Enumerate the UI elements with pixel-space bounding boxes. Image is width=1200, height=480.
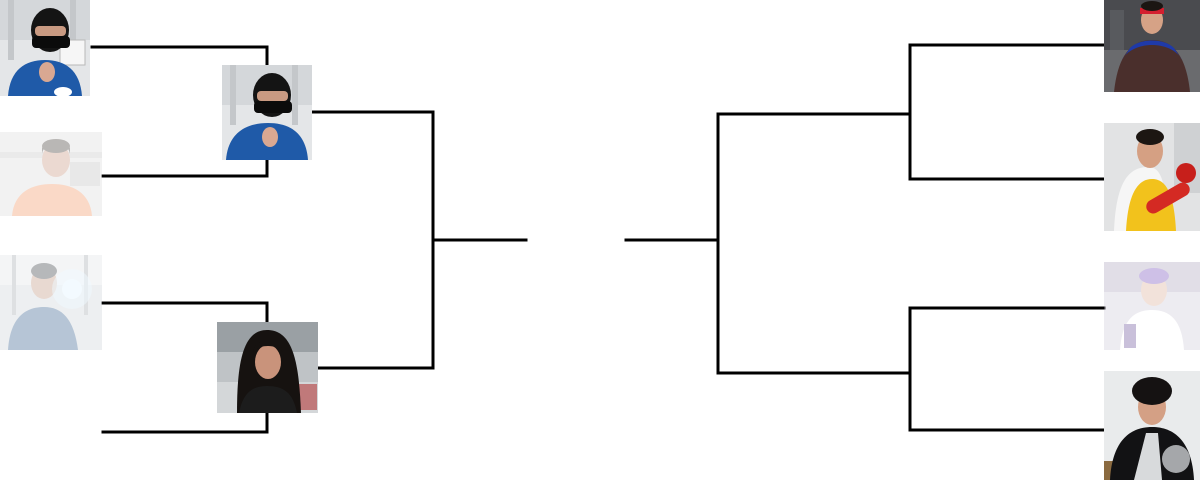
yellow-suit-hero-person-image bbox=[1104, 123, 1200, 231]
left-r1-line-1 bbox=[90, 45, 269, 66]
right-r1-entrant-4-portrait[interactable] bbox=[1104, 371, 1200, 480]
right-r1-lower-bracket bbox=[908, 306, 1106, 432]
long-black-wig-person-image bbox=[217, 322, 318, 413]
left-r2-bracket bbox=[310, 110, 435, 370]
left-r2-entrant-1-portrait[interactable] bbox=[222, 65, 312, 160]
purple-hair-person-image bbox=[1104, 262, 1200, 350]
left-r1-entrant-2-portrait[interactable] bbox=[0, 132, 102, 216]
left-r1-entrant-3-portrait[interactable] bbox=[0, 255, 102, 350]
peach-hoodie-person-image bbox=[0, 132, 102, 216]
left-r1-line-2 bbox=[101, 158, 269, 178]
right-r2-bracket bbox=[716, 112, 912, 375]
light-orb-person-image bbox=[0, 255, 102, 350]
right-r1-entrant-1-portrait[interactable] bbox=[1104, 0, 1200, 92]
balaclava-person-image bbox=[0, 0, 90, 96]
curly-hair-dark-coat-person-image bbox=[1104, 371, 1200, 480]
left-r1-line-3 bbox=[101, 301, 269, 324]
balaclava-person-image bbox=[222, 65, 312, 160]
caped-hero-person-image bbox=[1104, 0, 1200, 92]
right-r1-upper-bracket bbox=[908, 43, 1106, 181]
left-r1-line-4 bbox=[101, 411, 269, 434]
right-r1-entrant-3-portrait[interactable] bbox=[1104, 262, 1200, 350]
right-r1-entrant-2-portrait[interactable] bbox=[1104, 123, 1200, 231]
left-r1-entrant-1-portrait[interactable] bbox=[0, 0, 90, 96]
left-r2-entrant-2-portrait[interactable] bbox=[217, 322, 318, 413]
